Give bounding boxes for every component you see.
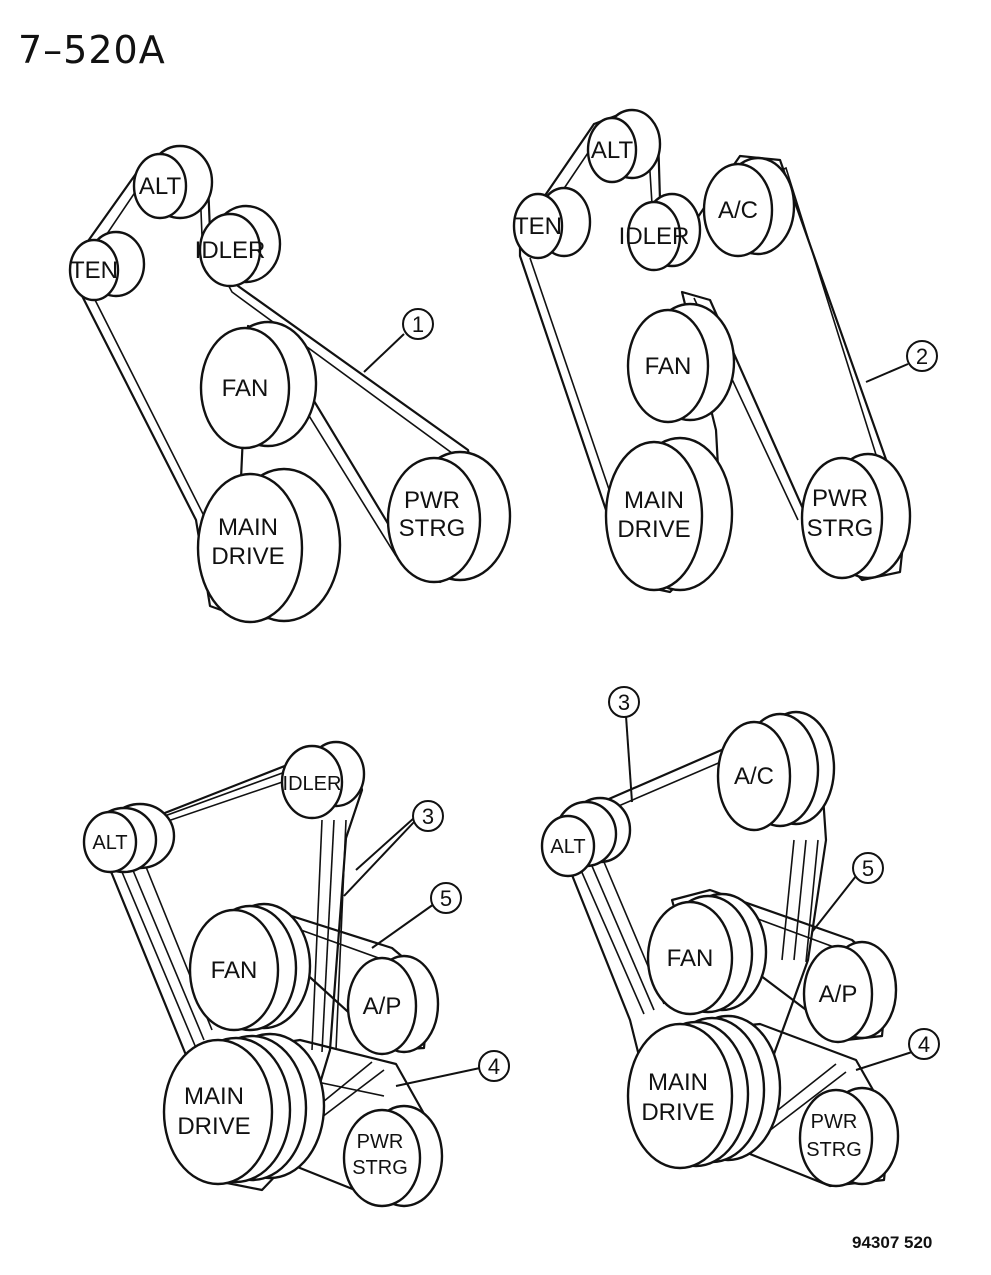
alt-label: ALT <box>92 832 127 854</box>
callout-5: 5 <box>811 852 884 933</box>
main-label: MAIN <box>218 514 278 541</box>
ac-pulley: A/C <box>716 710 836 832</box>
strg-label: STRG <box>352 1157 408 1179</box>
ac-label: A/C <box>718 197 758 224</box>
pwr-label: PWR <box>357 1131 404 1153</box>
drive-label: DRIVE <box>211 543 284 570</box>
power-steering-pulley: PWR STRG <box>386 450 512 584</box>
idler-label: IDLER <box>619 223 690 250</box>
air-pump-pulley: A/P <box>802 940 898 1044</box>
callout-3: 3 <box>343 800 444 897</box>
pwr-label: PWR <box>404 487 460 514</box>
alternator-pulley: ALT <box>540 796 632 878</box>
callout-number: 3 <box>618 690 630 715</box>
fan-label: FAN <box>667 945 714 972</box>
belt-diagram-2: ALT TEN IDLER A/C FAN MAIN DRIVE <box>512 108 938 594</box>
alt-label: ALT <box>550 836 585 858</box>
alt-label: ALT <box>139 173 182 200</box>
callout-2: 2 <box>865 340 938 383</box>
main-drive-pulley: MAIN DRIVE <box>626 1014 782 1170</box>
ac-pulley: A/C <box>702 156 796 258</box>
callout-number: 3 <box>422 804 434 829</box>
main-label: MAIN <box>648 1069 708 1096</box>
callout-number: 4 <box>488 1054 500 1079</box>
main-drive-pulley: MAIN DRIVE <box>196 467 342 624</box>
alternator-pulley: ALT <box>82 802 176 874</box>
callout-5: 5 <box>371 882 462 949</box>
idler-label: IDLER <box>195 237 266 264</box>
pwr-label: PWR <box>811 1111 858 1133</box>
power-steering-pulley: PWR STRG <box>342 1104 444 1208</box>
callout-3: 3 <box>608 686 640 803</box>
callout-number: 5 <box>862 856 874 881</box>
power-steering-pulley: PWR STRG <box>800 452 912 580</box>
ten-label: TEN <box>514 213 562 240</box>
idler-label: IDLER <box>283 773 342 795</box>
ac-label: A/C <box>734 763 774 790</box>
idler-pulley: IDLER <box>280 740 366 820</box>
callout-number: 1 <box>412 312 424 337</box>
callout-4: 4 <box>395 1050 510 1087</box>
alt-label: ALT <box>591 137 634 164</box>
belt-diagram-3: ALT IDLER FAN A/P MAIN DRIVE <box>82 740 510 1208</box>
drive-label: DRIVE <box>641 1099 714 1126</box>
strg-label: STRG <box>806 1139 862 1161</box>
main-label: MAIN <box>184 1083 244 1110</box>
fan-pulley: FAN <box>188 902 312 1032</box>
tensioner-pulley: TEN <box>68 230 146 302</box>
ten-label: TEN <box>70 257 118 284</box>
strg-label: STRG <box>807 515 874 542</box>
drive-label: DRIVE <box>177 1113 250 1140</box>
fan-pulley: FAN <box>626 302 736 424</box>
power-steering-pulley: PWR STRG <box>798 1086 900 1188</box>
fan-pulley: FAN <box>199 320 318 450</box>
belt-diagram-4: ALT A/C FAN A/P MAIN DRIVE <box>540 686 940 1188</box>
sheet-title: 7–520A <box>18 28 166 72</box>
fan-pulley: FAN <box>646 892 768 1016</box>
belt-diagram-1: ALT TEN IDLER FAN MAIN DRIVE <box>68 144 512 624</box>
callout-number: 2 <box>916 344 928 369</box>
fan-label: FAN <box>211 957 258 984</box>
ap-label: A/P <box>819 981 858 1008</box>
main-drive-pulley: MAIN DRIVE <box>162 1032 326 1186</box>
main-label: MAIN <box>624 487 684 514</box>
callout-4: 4 <box>855 1028 940 1071</box>
idler-pulley: IDLER <box>619 192 702 272</box>
alternator-pulley: ALT <box>132 144 214 220</box>
air-pump-pulley: A/P <box>346 954 440 1056</box>
tensioner-pulley: TEN <box>512 186 592 260</box>
drive-label: DRIVE <box>617 516 690 543</box>
drawing-reference-code: 94307 520 <box>852 1233 933 1252</box>
callout-1: 1 <box>363 308 434 373</box>
alternator-pulley: ALT <box>586 108 662 184</box>
callout-number: 4 <box>918 1032 930 1057</box>
main-drive-pulley: MAIN DRIVE <box>604 436 734 592</box>
strg-label: STRG <box>399 515 466 542</box>
pwr-label: PWR <box>812 485 868 512</box>
idler-pulley: IDLER <box>195 204 282 288</box>
fan-label: FAN <box>645 353 692 380</box>
ap-label: A/P <box>363 993 402 1020</box>
callout-number: 5 <box>440 886 452 911</box>
fan-label: FAN <box>222 375 269 402</box>
